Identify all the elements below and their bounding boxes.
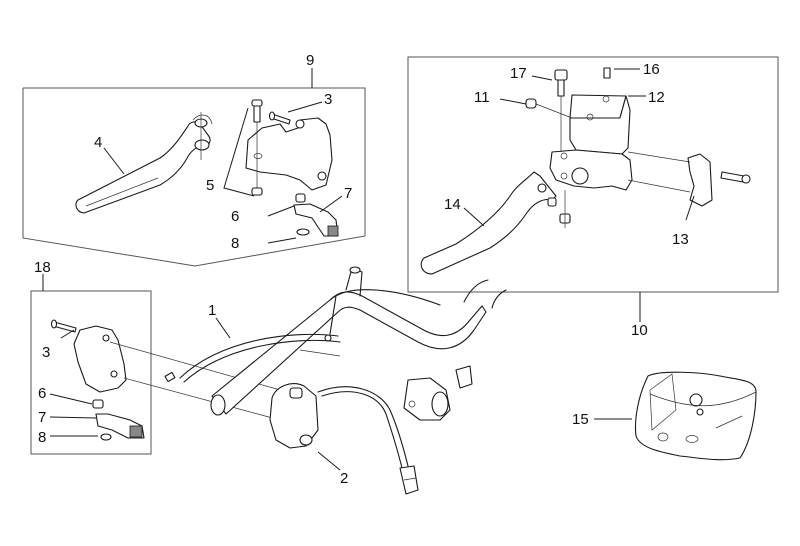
lever-bracket-9-drawing <box>245 99 339 237</box>
group-9-frame <box>22 68 366 267</box>
callout-14: 14 <box>444 196 461 213</box>
handlebar-drawing <box>164 266 507 495</box>
callout-1: 1 <box>208 302 217 319</box>
callout-7-group-9: 7 <box>344 185 353 202</box>
callout-5: 5 <box>206 177 215 194</box>
callout-4: 4 <box>94 134 103 151</box>
callout-3-group-9: 3 <box>324 91 333 108</box>
master-cylinder-drawing <box>420 67 751 275</box>
lever-4-drawing <box>75 112 213 214</box>
callout-8-group-18: 8 <box>38 429 47 446</box>
callout-11: 11 <box>474 89 490 106</box>
callout-16: 16 <box>643 61 660 78</box>
callout-6-group-9: 6 <box>231 208 240 225</box>
group-10-frame <box>407 56 779 322</box>
callout-13: 13 <box>672 231 689 248</box>
callout-8-group-9: 8 <box>231 235 240 252</box>
callout-17: 17 <box>510 65 527 82</box>
repair-kit-15-drawing <box>634 371 757 461</box>
group-18-frame <box>30 274 152 455</box>
leader-lines <box>49 68 695 471</box>
callout-18: 18 <box>34 259 51 276</box>
callout-6-group-18: 6 <box>38 385 47 402</box>
callout-15: 15 <box>572 411 589 428</box>
callout-10: 10 <box>631 322 648 339</box>
callout-12: 12 <box>648 89 665 106</box>
callout-3-group-18: 3 <box>42 344 51 361</box>
lever-bracket-18-drawing <box>50 319 281 441</box>
callout-9: 9 <box>306 52 315 69</box>
callout-2: 2 <box>340 470 349 487</box>
callout-7-group-18: 7 <box>38 409 47 426</box>
